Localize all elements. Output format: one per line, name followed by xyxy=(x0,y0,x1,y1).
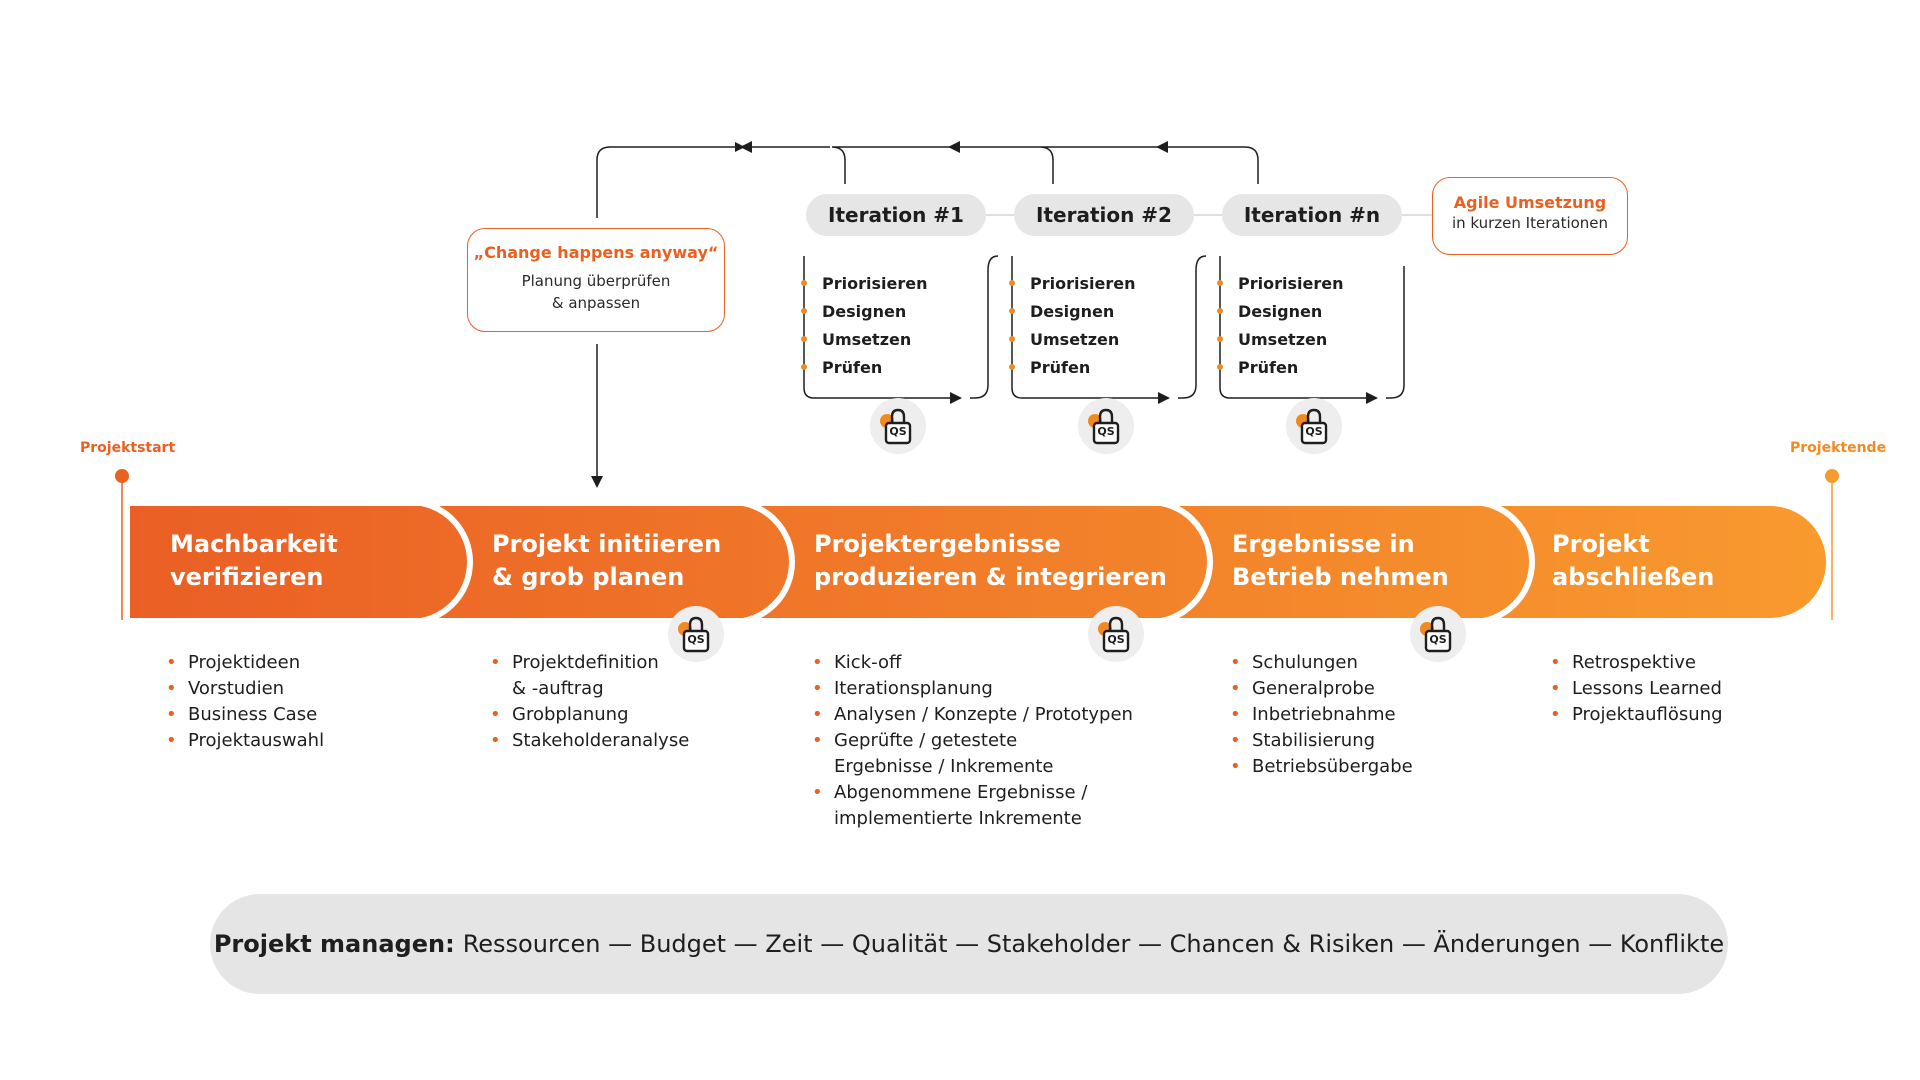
bullet-item: Betriebsübergabe xyxy=(1230,754,1413,780)
project-management-bar: Projekt managen: Ressourcen — Budget — Z… xyxy=(210,894,1728,994)
step-item: Designen xyxy=(1238,302,1323,321)
phase-4-title: Ergebnisse in Betrieb nehmen xyxy=(1232,530,1449,591)
step-item: Umsetzen xyxy=(1238,330,1328,349)
qs-badge-iteration-2: QS xyxy=(1078,398,1134,454)
bullet-item: Kick-off xyxy=(812,650,1133,676)
phase-1-bullets: Projektideen Vorstudien Business Case Pr… xyxy=(166,650,324,754)
project-end-marker xyxy=(1825,469,1839,620)
qs-label: QS xyxy=(687,633,705,646)
feedback-arrows xyxy=(740,141,1168,153)
iteration-2-steps: Priorisieren Designen Umsetzen Prüfen xyxy=(1030,270,1135,382)
project-start-label: Projektstart xyxy=(80,440,176,456)
agile-callout-text: in kurzen Iterationen xyxy=(1451,214,1609,232)
bullet-item: Inbetriebnahme xyxy=(1230,702,1413,728)
bullet-item: Lessons Learned xyxy=(1550,676,1723,702)
qs-label: QS xyxy=(1305,425,1323,438)
phase-3-bullets: Kick-off Iterationsplanung Analysen / Ko… xyxy=(812,650,1133,832)
iteration-arrowheads xyxy=(950,392,1378,404)
lock-icon xyxy=(1424,616,1452,653)
qs-badge-iteration-n: QS xyxy=(1286,398,1342,454)
change-callout-line-2: & anpassen xyxy=(551,294,641,312)
iteration-1-steps: Priorisieren Designen Umsetzen Prüfen xyxy=(822,270,927,382)
step-item: Designen xyxy=(1030,302,1115,321)
phase-band xyxy=(130,499,1826,625)
phase-2-title: Projekt initiieren & grob planen xyxy=(492,530,722,591)
lock-icon xyxy=(682,616,710,653)
step-item: Priorisieren xyxy=(822,274,928,293)
phase-1-title: Machbarkeit verifizieren xyxy=(170,530,338,591)
phase-5-bullets: Retrospektive Lessons Learned Projektauf… xyxy=(1550,650,1723,728)
bullet-item: Business Case xyxy=(166,702,324,728)
iteration-n-steps: Priorisieren Designen Umsetzen Prüfen xyxy=(1238,270,1343,382)
bullet-item: Grobplanung xyxy=(490,702,689,728)
project-management-items: Ressourcen — Budget — Zeit — Qualität — … xyxy=(462,930,1725,958)
step-item: Prüfen xyxy=(822,358,883,377)
lock-icon xyxy=(1300,408,1328,445)
project-management-label: Projekt managen: xyxy=(213,930,455,958)
change-callout-line-1: Planung überprüfen xyxy=(521,272,671,290)
iteration-1-pill: Iteration #1 xyxy=(806,194,986,236)
phase-4-bullets: Schulungen Generalprobe Inbetriebnahme S… xyxy=(1230,650,1413,780)
phase-2-bullets: Projektdefinition & -auftrag Grobplanung… xyxy=(490,650,689,754)
project-end-label: Projektende xyxy=(1790,440,1887,456)
bullet-item: Stakeholderanalyse xyxy=(490,728,689,754)
bullet-item: Projektauflösung xyxy=(1550,702,1723,728)
qs-label: QS xyxy=(1107,633,1125,646)
phase-3-title: Projektergebnisse produzieren & integrie… xyxy=(814,530,1167,591)
step-item: Umsetzen xyxy=(1030,330,1120,349)
qs-label: QS xyxy=(889,425,907,438)
agile-callout: Agile Umsetzung in kurzen Iterationen xyxy=(1432,177,1628,255)
bullet-item: Vorstudien xyxy=(166,676,324,702)
qs-label: QS xyxy=(1429,633,1447,646)
step-item: Umsetzen xyxy=(822,330,912,349)
bullet-item: Analysen / Konzepte / Prototypen xyxy=(812,702,1133,728)
lock-icon xyxy=(884,408,912,445)
bullet-item: Retrospektive xyxy=(1550,650,1723,676)
project-start-marker xyxy=(115,469,129,620)
iteration-brackets xyxy=(803,255,1405,399)
agile-callout-title: Agile Umsetzung xyxy=(1453,193,1607,212)
step-item: Priorisieren xyxy=(1030,274,1136,293)
step-item: Prüfen xyxy=(1238,358,1299,377)
bullet-item: Projektdefinition & -auftrag xyxy=(490,650,689,702)
bullet-item: Iterationsplanung xyxy=(812,676,1133,702)
bullet-item: Projektauswahl xyxy=(166,728,324,754)
bullet-item: Stabilisierung xyxy=(1230,728,1413,754)
iteration-2-pill: Iteration #2 xyxy=(1014,194,1194,236)
step-item: Designen xyxy=(822,302,907,321)
iteration-n-pill: Iteration #n xyxy=(1222,194,1402,236)
feedback-loop-lines xyxy=(596,142,1259,218)
qs-badge-iteration-1: QS xyxy=(870,398,926,454)
iteration-step-dots xyxy=(801,280,1223,370)
change-connector xyxy=(591,344,603,488)
lock-icon xyxy=(1102,616,1130,653)
phase-5-title: Projekt abschließen xyxy=(1552,530,1715,591)
lock-icon xyxy=(1092,408,1120,445)
bullet-item: Generalprobe xyxy=(1230,676,1413,702)
qs-label: QS xyxy=(1097,425,1115,438)
bullet-item: Geprüfte / getestete Ergebnisse / Inkrem… xyxy=(812,728,1133,780)
step-item: Priorisieren xyxy=(1238,274,1344,293)
qs-badge-phase-4: QS xyxy=(1410,606,1466,662)
step-item: Prüfen xyxy=(1030,358,1091,377)
bullet-item: Projektideen xyxy=(166,650,324,676)
bullet-item: Abgenommene Ergebnisse / implementierte … xyxy=(812,780,1133,832)
change-callout-title: „Change happens anyway“ xyxy=(473,243,719,262)
change-callout: „Change happens anyway“ Planung überprüf… xyxy=(467,228,725,332)
bullet-item: Schulungen xyxy=(1230,650,1413,676)
